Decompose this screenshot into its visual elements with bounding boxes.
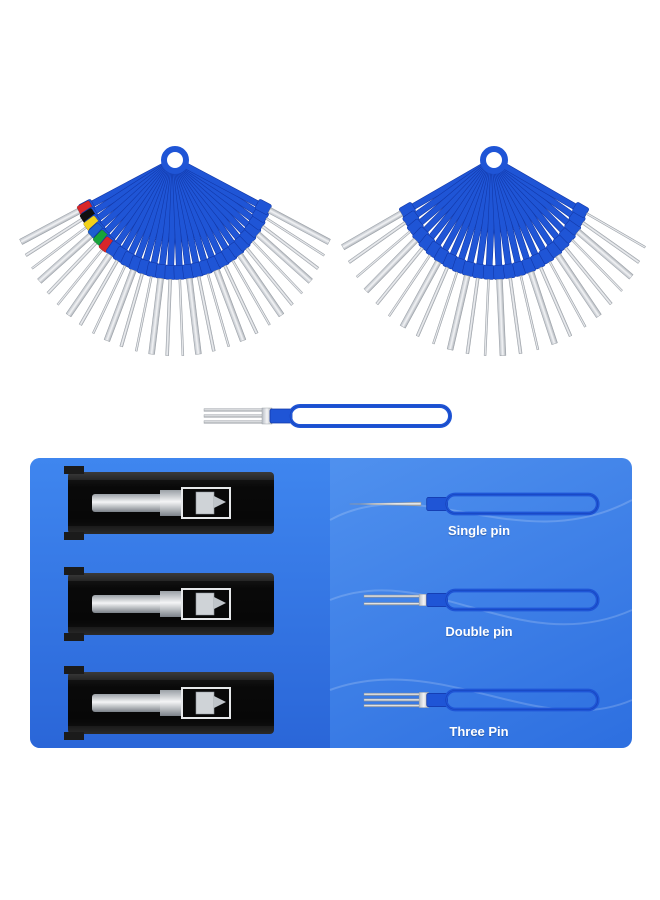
info-panel bbox=[30, 458, 633, 748]
three-prong-extractor-tool bbox=[203, 404, 452, 428]
right-fan-tool bbox=[347, 164, 487, 264]
right-fan-tool bbox=[496, 168, 587, 328]
double-pin-label: Double pin bbox=[445, 624, 513, 639]
left-fan-tool bbox=[183, 162, 331, 245]
left-fan-tool bbox=[175, 169, 230, 348]
left-pin-extractor-fan bbox=[19, 146, 331, 356]
connector-single bbox=[64, 466, 274, 540]
connector-three bbox=[64, 666, 274, 740]
loose-three-prong-tool bbox=[203, 404, 452, 428]
connector-illustrations bbox=[64, 466, 274, 740]
connector-double bbox=[64, 567, 274, 641]
left-fan-tool bbox=[173, 169, 202, 355]
single-pin-tool bbox=[349, 492, 600, 516]
double-pin-tool bbox=[363, 588, 600, 612]
right-fan-tool bbox=[493, 169, 540, 351]
right-pin-extractor-fan bbox=[341, 146, 646, 356]
extractor-tool-illustrations bbox=[349, 492, 600, 712]
single-pin-label: Single pin bbox=[447, 523, 511, 538]
three-pin-label: Three Pin bbox=[449, 724, 509, 739]
right-fan-tool bbox=[501, 163, 646, 249]
three-pin-tool bbox=[363, 688, 600, 712]
left-fan-hanging-ring bbox=[161, 146, 189, 174]
right-fan-hanging-ring bbox=[480, 146, 508, 174]
